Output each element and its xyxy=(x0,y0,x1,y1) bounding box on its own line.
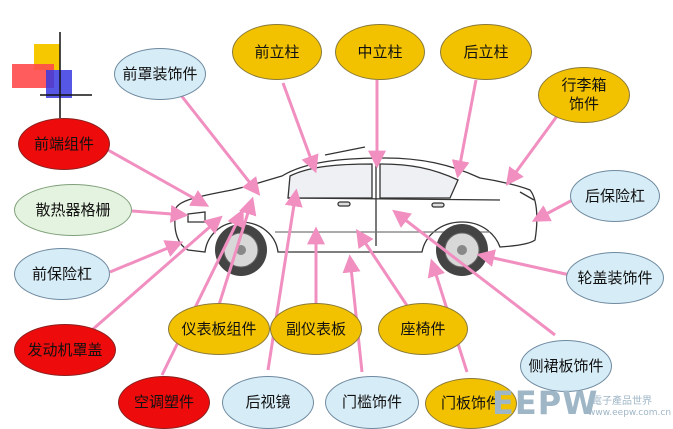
label-front-hood-trim: 前罩装饰件 xyxy=(114,48,206,100)
label-trunk-trim: 行李箱饰件 xyxy=(538,67,630,123)
watermark-logo: EEPW xyxy=(492,384,599,422)
label-front-bumper: 前保险杠 xyxy=(14,248,110,300)
label-a-pillar: 前立柱 xyxy=(232,24,322,80)
decorative-squares xyxy=(12,32,92,118)
label-sub-instrument-panel: 副仪表板 xyxy=(270,303,362,355)
label-rearview-mirror: 后视镜 xyxy=(222,376,314,429)
label-radiator-grille: 散热器格栅 xyxy=(14,184,132,236)
label-wheel-cover-trim: 轮盖装饰件 xyxy=(566,252,664,304)
front-wheel xyxy=(215,224,267,276)
rear-wheel xyxy=(436,224,488,276)
watermark-url: www.eepw.com.cn xyxy=(588,408,672,418)
label-seat-parts: 座椅件 xyxy=(378,303,468,355)
label-c-pillar: 后立柱 xyxy=(440,24,532,80)
label-rear-bumper: 后保险杠 xyxy=(570,170,660,222)
label-b-pillar: 中立柱 xyxy=(335,24,425,80)
label-instrument-panel: 仪表板组件 xyxy=(168,303,270,355)
label-engine-cover: 发动机罩盖 xyxy=(14,324,116,376)
label-door-panel-trim: 门板饰件 xyxy=(425,378,517,429)
label-ac-plastic-parts: 空调塑件 xyxy=(118,376,210,429)
watermark-tagline: 電子產品世界 xyxy=(592,396,652,407)
label-door-sill-trim: 门槛饰件 xyxy=(325,376,419,429)
label-side-skirt-trim: 侧裙板饰件 xyxy=(520,340,612,392)
pointer-arrows xyxy=(91,79,581,376)
label-front-end-module: 前端组件 xyxy=(18,118,110,170)
